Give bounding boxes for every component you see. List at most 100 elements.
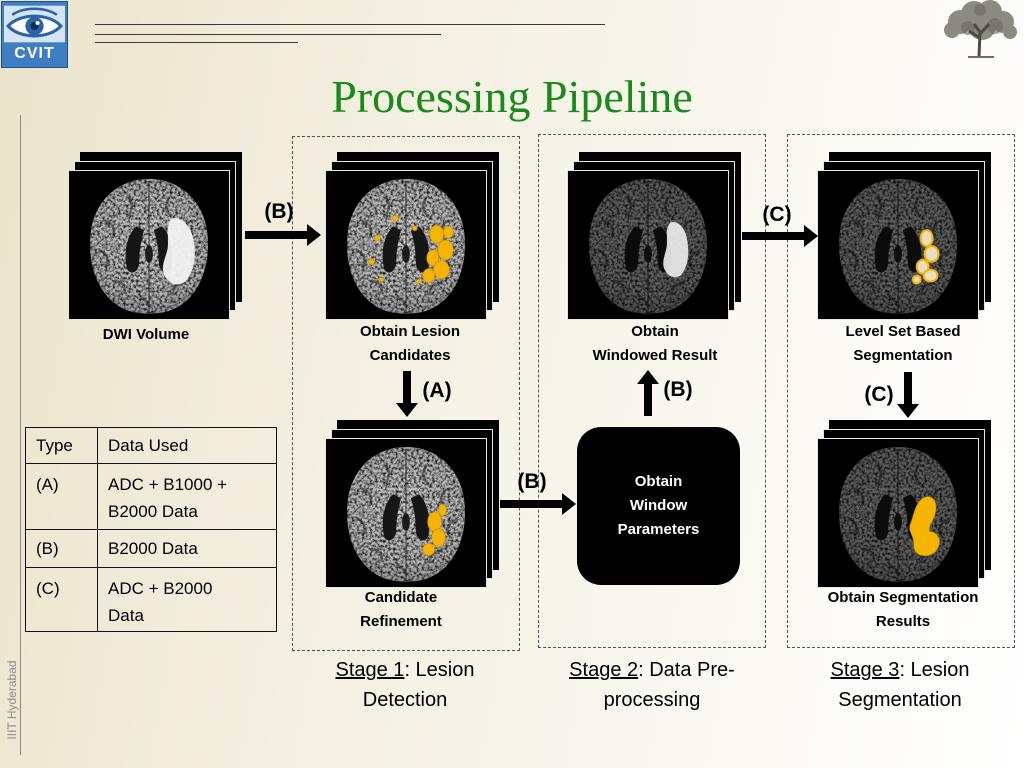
lesion-candidates-image: [326, 171, 486, 319]
segmented-lesion: [909, 496, 940, 556]
stage-name: Stage 2: [569, 659, 639, 681]
eye-icon: [4, 5, 65, 43]
data-type-table: Type Data Used (A) ADC + B1000 + B2000 D…: [25, 427, 277, 632]
box-line: Parameters: [617, 521, 700, 538]
lesion-candidate-blobs: [368, 215, 454, 284]
arrow-label: (B): [264, 200, 294, 223]
stack-layer: [817, 170, 979, 320]
stage2-box: [538, 134, 766, 648]
header-rule: [95, 42, 298, 43]
candidate-refinement-caption: Candidate Refinement: [311, 586, 491, 634]
tree-logo: [944, 0, 1017, 58]
level-set-image: [818, 171, 978, 319]
dwi-volume-caption: DWI Volume: [56, 323, 236, 347]
table-cell: (C): [25, 567, 98, 632]
stage1-box: [292, 136, 520, 651]
arrow-label: (C): [864, 383, 894, 406]
box-line: Window: [629, 497, 688, 514]
arrow-label: (C): [762, 203, 792, 226]
caption-line: Results: [875, 613, 931, 630]
side-rule: [20, 115, 21, 755]
box-line: Obtain: [634, 473, 683, 490]
table-cell: (B): [25, 529, 98, 568]
up-arrow-icon: [637, 370, 659, 416]
header-rule: [95, 34, 441, 35]
table-cell: B2000 Data: [97, 529, 277, 568]
table-cell: ADC + B1000 + B2000 Data: [97, 463, 277, 530]
lesion-hyperintensity: [162, 218, 195, 285]
stack-layer: [68, 170, 230, 320]
caption-line: Obtain Segmentation: [827, 589, 979, 606]
right-arrow-icon: [500, 493, 576, 515]
stage-desc: processing: [603, 689, 701, 711]
stage-desc: : Lesion: [899, 659, 970, 681]
lesion-candidates-caption: Obtain Lesion Candidates: [320, 320, 500, 368]
windowed-result-caption: Obtain Windowed Result: [565, 320, 745, 368]
segmentation-results-stack: [817, 420, 991, 588]
right-arrow-icon: [742, 225, 818, 247]
caption-line: Obtain: [631, 323, 679, 340]
cell-line: ADC + B1000 +: [108, 475, 228, 494]
lesion-candidates-stack: [325, 152, 499, 320]
caption-line: DWI Volume: [102, 326, 190, 343]
stage-desc: : Data Pre-: [638, 659, 735, 681]
caption-line: Level Set Based: [845, 323, 961, 340]
lesion-hyperintensity: [663, 222, 689, 278]
windowed-brain-image: [568, 171, 728, 319]
stage3-box: [787, 134, 1015, 648]
segmentation-results-image: [818, 439, 978, 587]
windowed-result-stack: [567, 152, 741, 320]
table-cell: ADC + B2000 Data: [97, 567, 277, 632]
caption-line: Refinement: [360, 613, 442, 630]
obtain-window-parameters-box: Obtain Window Parameters: [577, 427, 740, 585]
dwi-brain-image: [69, 171, 229, 319]
right-arrow-icon: [245, 224, 321, 246]
stack-layer: [325, 170, 487, 320]
caption-line: Obtain Lesion: [359, 323, 460, 340]
caption-line: Segmentation: [853, 347, 953, 364]
table-header-row: Type Data Used: [25, 427, 277, 464]
table-row: (C) ADC + B2000 Data: [25, 567, 277, 632]
stack-layer: [325, 438, 487, 588]
cell-line: B2000 Data: [108, 502, 198, 521]
stage3-label: Stage 3: Lesion Segmentation: [800, 655, 1000, 715]
table-header: Data Used: [97, 427, 277, 464]
table-row: (A) ADC + B1000 + B2000 Data: [25, 463, 277, 530]
stage1-label: Stage 1: Lesion Detection: [305, 655, 505, 715]
dwi-volume-stack: [68, 152, 242, 320]
stage-desc: : Lesion: [404, 659, 475, 681]
cell-line: B2000 Data: [108, 539, 198, 558]
caption-line: Candidate: [364, 589, 438, 606]
level-set-caption: Level Set Based Segmentation: [813, 320, 993, 368]
candidate-refinement-stack: [325, 420, 499, 588]
stage-name: Stage 1: [335, 659, 405, 681]
segmentation-results-caption: Obtain Segmentation Results: [803, 586, 1003, 634]
side-institution-text: IIIT Hyderabad: [5, 660, 19, 740]
stack-layer: [817, 438, 979, 588]
header-rule: [95, 24, 605, 25]
arrow-label: (A): [422, 379, 452, 402]
stage-name: Stage 3: [830, 659, 900, 681]
level-set-contours: [911, 229, 940, 285]
stage-desc: Detection: [362, 689, 448, 711]
stage-desc: Segmentation: [838, 689, 962, 711]
candidate-refinement-image: [326, 439, 486, 587]
cell-line: ADC + B2000: [108, 579, 213, 598]
table-header: Type: [25, 427, 98, 464]
table-row: (B) B2000 Data: [25, 529, 277, 568]
cell-line: Data: [108, 606, 144, 625]
refined-lesion-blobs: [422, 503, 447, 556]
logo-text: CVIT: [14, 45, 55, 62]
page-title: Processing Pipeline: [331, 71, 693, 122]
table-cell: (A): [25, 463, 98, 530]
arrow-label: (B): [517, 470, 547, 493]
level-set-stack: [817, 152, 991, 320]
caption-line: Candidates: [369, 347, 451, 364]
arrow-label: (B): [663, 378, 693, 401]
down-arrow-icon: [396, 371, 418, 417]
stage2-label: Stage 2: Data Pre- processing: [552, 655, 752, 715]
caption-line: Windowed Result: [592, 347, 718, 364]
stack-layer: [567, 170, 729, 320]
down-arrow-icon: [897, 372, 919, 418]
cvit-logo: CVIT: [1, 1, 68, 68]
